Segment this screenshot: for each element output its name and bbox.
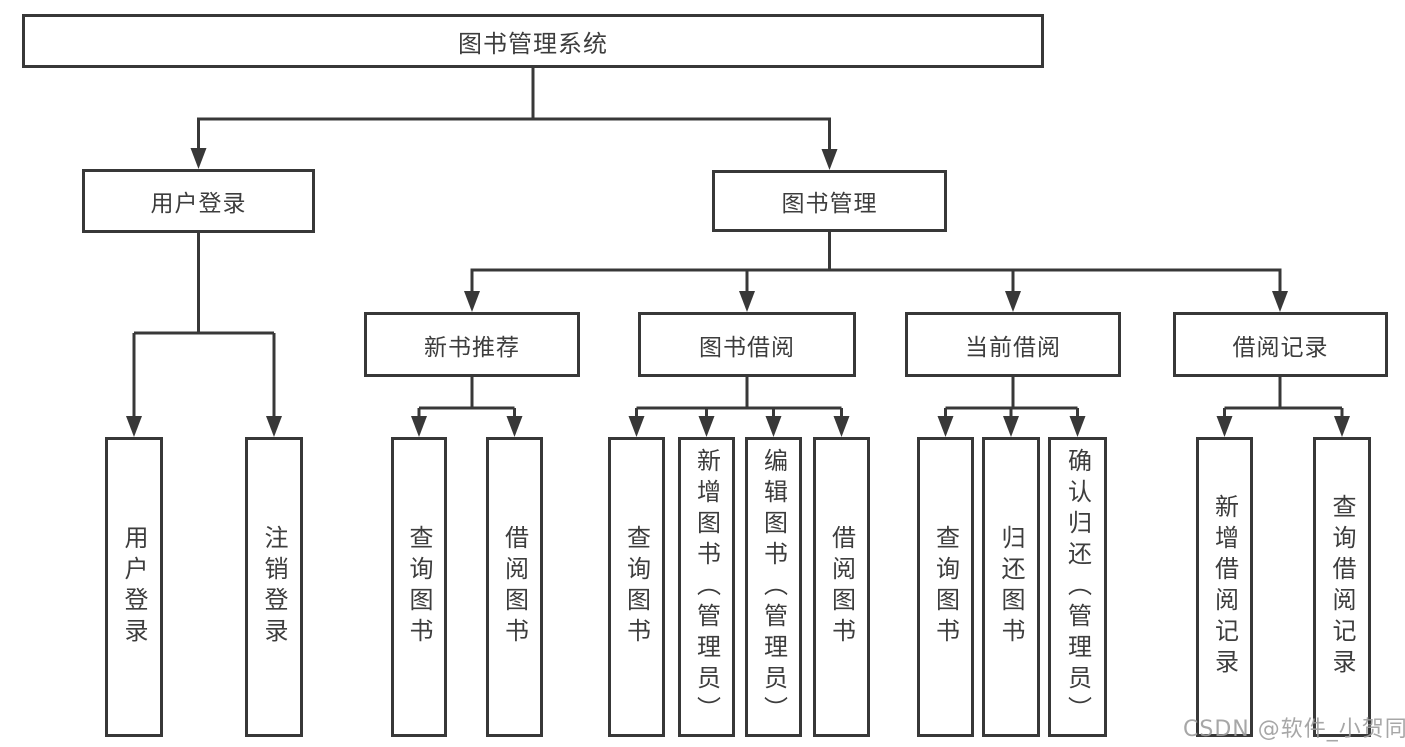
leaf-add-book-admin: 新增图书（管理员）	[678, 437, 735, 737]
arrowheads-level2	[190, 148, 838, 170]
node-book-management-label: 图书管理	[781, 191, 878, 217]
leaf-query-books-borrow-label: 查询图书	[622, 525, 651, 649]
arrowheads-current-borrow-leaves	[937, 416, 1086, 437]
arrowheads-user-login-leaves	[126, 416, 282, 437]
leaf-add-borrow-record: 新增借阅记录	[1196, 437, 1253, 737]
arrowheads-new-book-leaves	[411, 416, 523, 437]
arrowheads-book-borrow-leaves	[628, 416, 850, 437]
node-book-borrow-label: 图书借阅	[699, 334, 795, 361]
node-borrow-records-label: 借阅记录	[1232, 334, 1329, 361]
leaf-edit-book-admin-label: 编辑图书（管理员）	[759, 447, 788, 727]
leaf-borrow-books-recommend: 借阅图书	[486, 437, 543, 737]
node-book-borrow: 图书借阅	[638, 312, 856, 377]
leaf-return-book-label: 归还图书	[997, 525, 1025, 649]
leaf-add-borrow-record-label: 新增借阅记录	[1210, 494, 1239, 680]
leaf-confirm-return-admin: 确认归还（管理员）	[1048, 437, 1107, 737]
leaf-query-borrow-record-label: 查询借阅记录	[1328, 494, 1356, 680]
connector-current-borrow-to-leaves	[944, 377, 1079, 418]
node-new-book-recommend: 新书推荐	[364, 312, 580, 377]
leaf-borrow-books-label: 借阅图书	[827, 525, 856, 649]
leaf-query-borrow-record: 查询借阅记录	[1313, 437, 1371, 737]
connector-new-book-to-leaves	[417, 377, 516, 418]
leaf-query-books-recommend: 查询图书	[391, 437, 447, 737]
watermark: CSDN @软件_小贺同学	[1183, 717, 1405, 742]
connector-book-mgmt-to-level3	[470, 232, 1282, 293]
leaf-query-books-current-label: 查询图书	[931, 525, 960, 649]
leaf-confirm-return-admin-label: 确认归还（管理员）	[1063, 447, 1092, 727]
arrowheads-borrow-records-leaves	[1216, 416, 1350, 437]
node-current-borrow: 当前借阅	[905, 312, 1121, 377]
leaf-logout: 注销登录	[245, 437, 303, 737]
connector-user-login-to-leaves	[132, 233, 276, 418]
connector-root-to-level2	[197, 68, 831, 152]
connector-book-borrow-to-leaves	[635, 377, 843, 418]
leaf-logout-label: 注销登录	[260, 525, 288, 649]
leaf-query-books-current: 查询图书	[917, 437, 974, 737]
node-user-login-label: 用户登录	[150, 191, 247, 217]
leaf-borrow-books: 借阅图书	[813, 437, 870, 737]
leaf-query-books-recommend-label: 查询图书	[405, 525, 433, 649]
leaf-return-book: 归还图书	[982, 437, 1040, 737]
node-user-login: 用户登录	[82, 169, 315, 233]
leaf-user-login: 用户登录	[105, 437, 163, 737]
leaf-query-books-borrow: 查询图书	[608, 437, 665, 737]
node-borrow-records: 借阅记录	[1173, 312, 1388, 377]
leaf-borrow-books-recommend-label: 借阅图书	[500, 525, 529, 649]
node-library-system: 图书管理系统	[22, 14, 1044, 68]
node-current-borrow-label: 当前借阅	[965, 334, 1061, 361]
node-book-management: 图书管理	[712, 170, 947, 232]
connector-borrow-records-to-leaves	[1223, 377, 1344, 418]
leaf-edit-book-admin: 编辑图书（管理员）	[745, 437, 802, 737]
arrowheads-level3	[464, 291, 1288, 312]
node-new-book-recommend-label: 新书推荐	[424, 334, 520, 361]
node-library-system-label: 图书管理系统	[458, 29, 608, 58]
leaf-add-book-admin-label: 新增图书（管理员）	[692, 447, 721, 727]
leaf-user-login-label: 用户登录	[120, 525, 148, 649]
